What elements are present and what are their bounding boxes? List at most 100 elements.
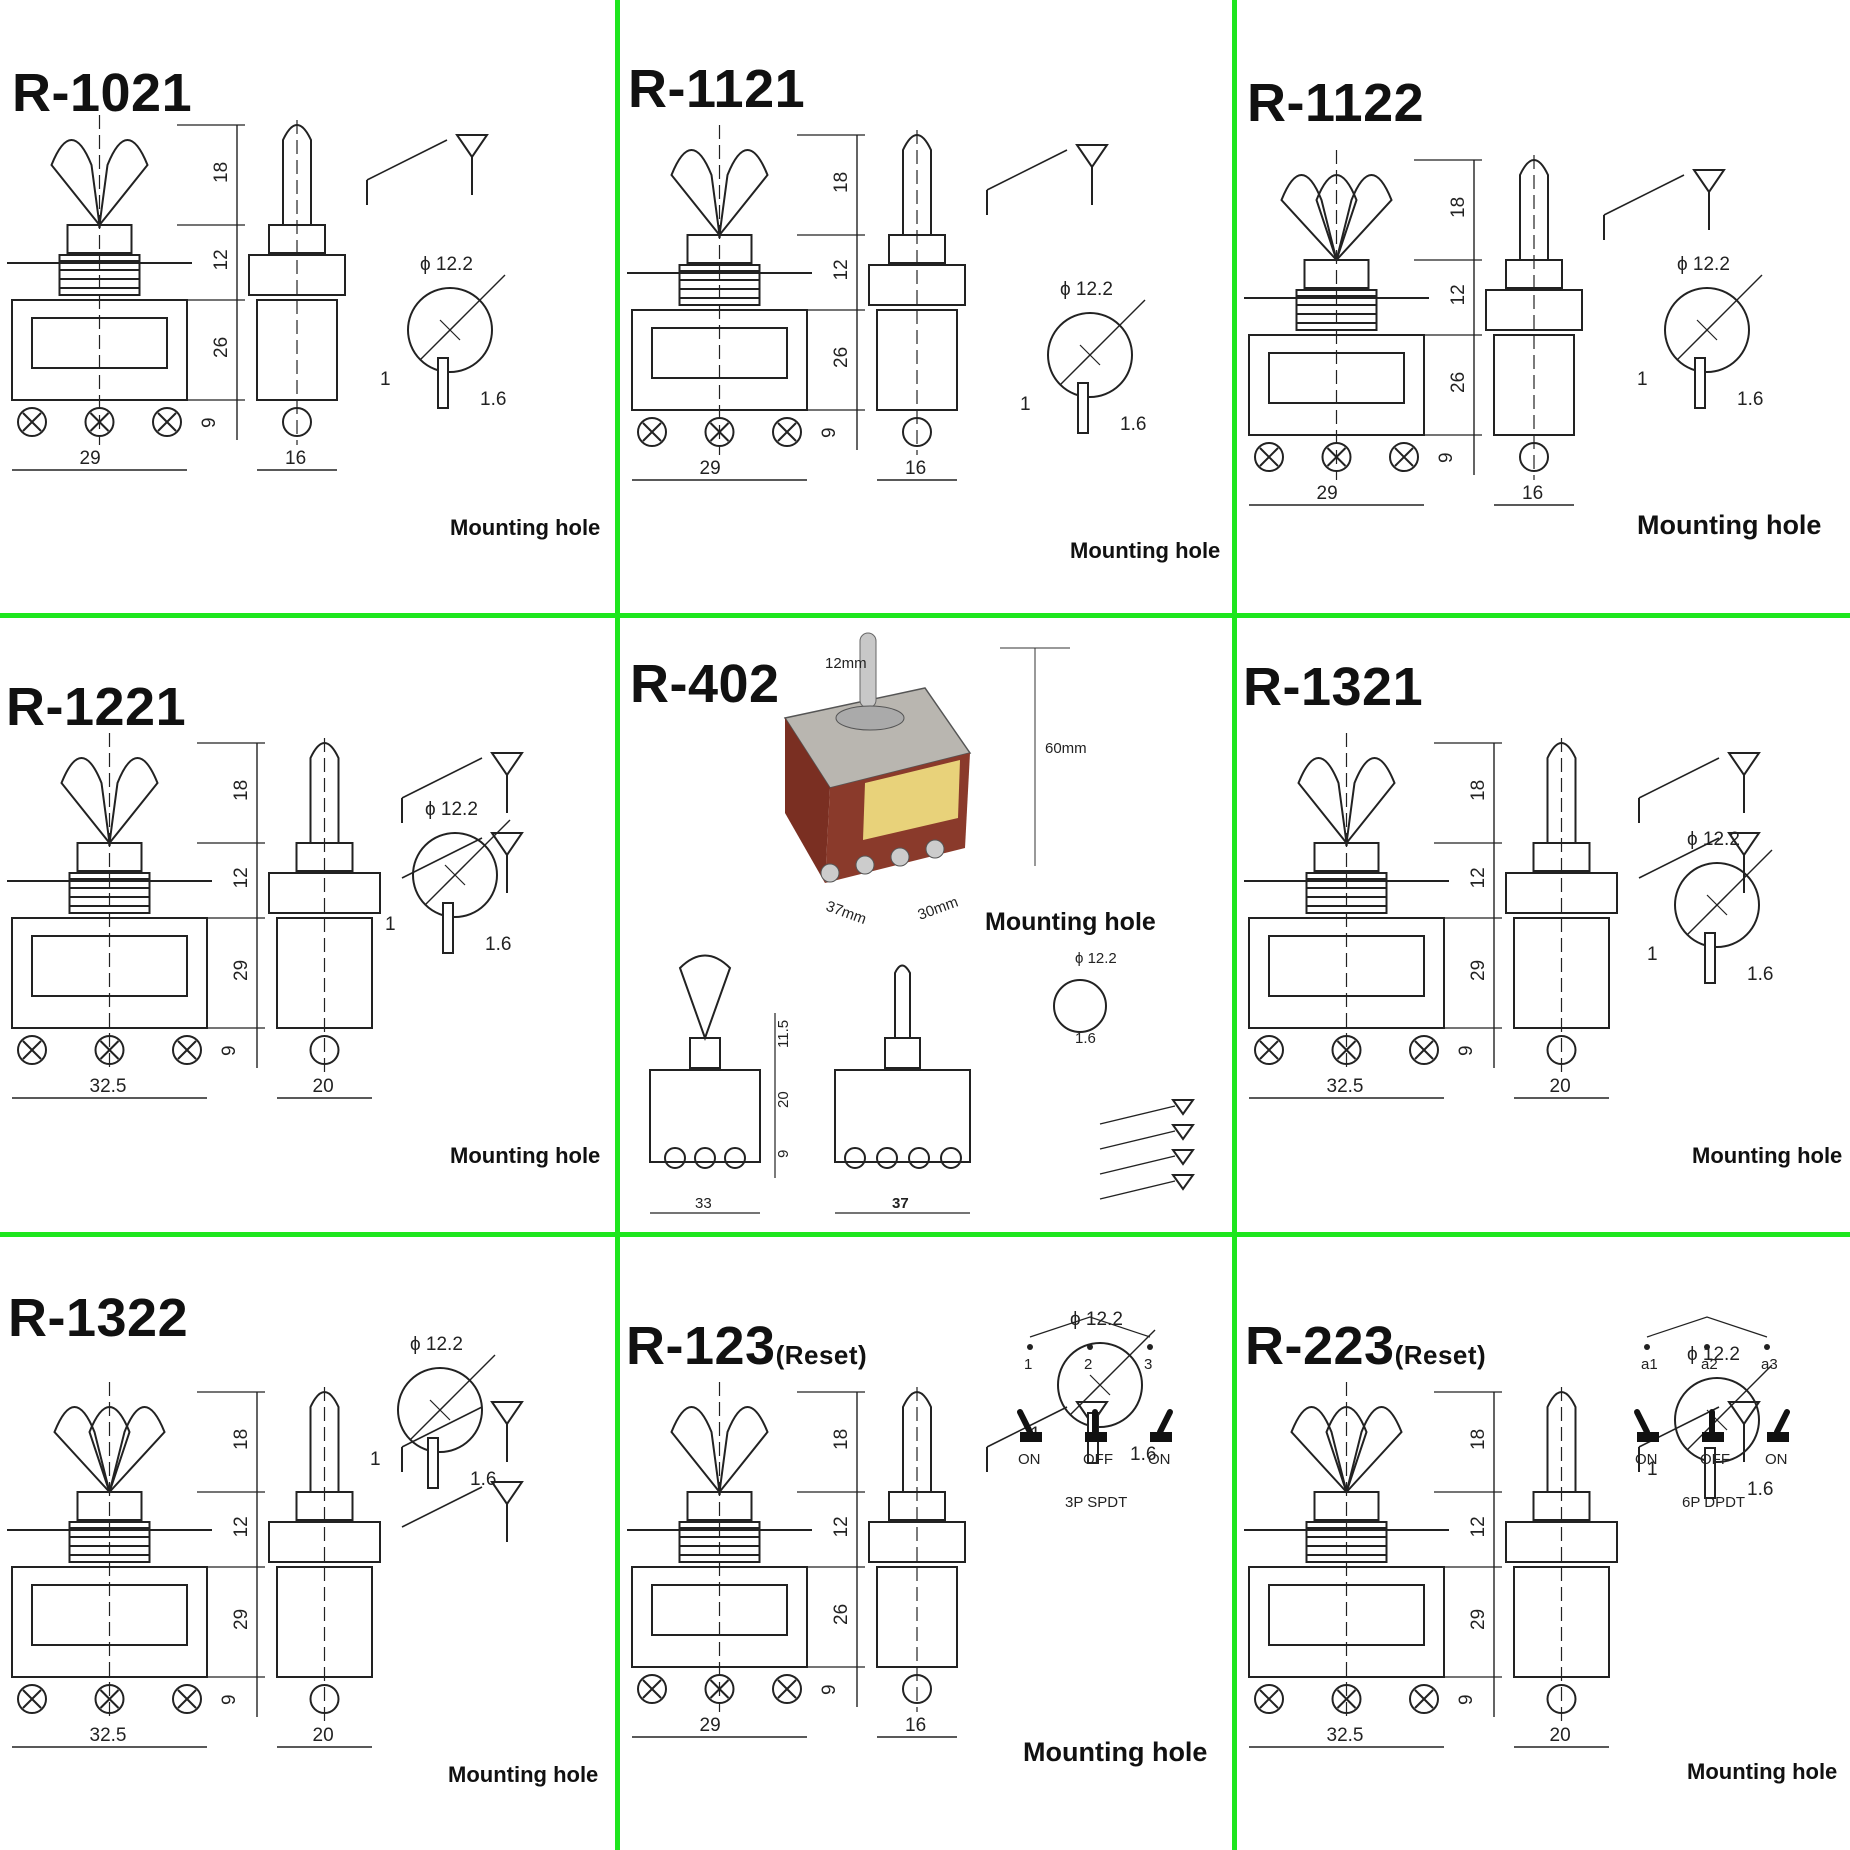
- dimension-label: 20: [313, 1076, 334, 1097]
- dimension-label: 12: [231, 1516, 252, 1537]
- model-title: R-1121: [628, 58, 805, 120]
- dimension-label: ϕ 12.2: [420, 254, 473, 275]
- dimension-label: 20: [1550, 1076, 1571, 1097]
- dimension-label: 18: [831, 172, 852, 193]
- dimension-label: 1.6: [1130, 1444, 1156, 1465]
- dimension-label: 33: [695, 1195, 712, 1212]
- terminal-screw: [17, 407, 47, 437]
- lever-outline: [1297, 757, 1348, 847]
- pin-label: 3: [1144, 1356, 1152, 1373]
- side-nut: [1505, 872, 1618, 914]
- dimension-label: 12: [831, 1516, 852, 1537]
- lever-outline: [670, 1406, 721, 1496]
- mounting-hole-circle: [1057, 1342, 1143, 1428]
- lever-outline: [108, 757, 159, 847]
- side-nut: [868, 264, 966, 306]
- lever-outline: [1280, 174, 1338, 261]
- dimension-label: 1: [1647, 1459, 1658, 1480]
- mounting-hole-circle: [407, 287, 493, 373]
- dimension-label: ϕ 12.2: [425, 799, 478, 820]
- mounting-hole-label: Mounting hole: [448, 1762, 599, 1787]
- dimension-label: 1.6: [485, 934, 511, 955]
- dimension-label: 1.6: [1747, 964, 1773, 985]
- terminal-screw: [1254, 1684, 1284, 1714]
- switch-type: 6P DPDT: [1682, 1494, 1745, 1511]
- divider-v2: [1232, 0, 1237, 1850]
- model-number: R-1121: [628, 59, 806, 119]
- mounting-hole-label: Mounting hole: [1687, 1759, 1838, 1784]
- divider-h1: [0, 613, 1850, 618]
- terminal-screw: [1409, 1035, 1439, 1065]
- dimension-label: 16: [905, 458, 926, 479]
- contact-symbol: [1075, 144, 1109, 169]
- dimension-label: 29: [231, 1609, 252, 1630]
- model-title: R-1122: [1247, 72, 1424, 134]
- pin-label: a2: [1701, 1356, 1718, 1373]
- contact-symbol: [1692, 169, 1726, 194]
- model-title: R-123(Reset): [626, 1315, 867, 1377]
- lever-outline: [53, 1406, 111, 1493]
- switch-symbol: [1603, 174, 1685, 216]
- switch-symbol: [986, 149, 1068, 191]
- dimension-label: 29: [700, 1715, 721, 1736]
- dimension-label: 1.6: [1747, 1479, 1773, 1500]
- lever-outline: [50, 139, 101, 229]
- dimension-label: 9: [1456, 1694, 1477, 1705]
- dimension-label: 1: [370, 1449, 381, 1470]
- side-nut: [1505, 1521, 1618, 1563]
- model-suffix: (Reset): [1394, 1340, 1487, 1370]
- product-photo: [783, 632, 972, 883]
- dimension-label: ϕ 12.2: [1070, 1309, 1123, 1330]
- dimension-label: ϕ 12.2: [410, 1334, 463, 1355]
- dimension-label: 1: [380, 369, 391, 390]
- dimension-label: 29: [1468, 1609, 1489, 1630]
- pin-label: 1: [1024, 1356, 1032, 1373]
- terminal-screw: [1254, 442, 1284, 472]
- switch-type: 3P SPDT: [1065, 1494, 1127, 1511]
- dimension-label: 29: [1317, 483, 1338, 504]
- terminal-screw: [172, 1684, 202, 1714]
- pin-label: a3: [1761, 1356, 1778, 1373]
- model-number: R-223: [1245, 1316, 1395, 1376]
- model-title: R-1021: [12, 62, 192, 124]
- model-suffix: (Reset): [775, 1340, 868, 1370]
- dimension-label: ϕ 12.2: [1075, 950, 1117, 967]
- dimension-label: ϕ 12.2: [1677, 254, 1730, 275]
- dimension-label: 1.6: [1075, 1030, 1096, 1047]
- side-nut: [248, 254, 346, 296]
- model-title: R-1221: [6, 676, 186, 738]
- dimension-label: 18: [831, 1429, 852, 1450]
- terminal-screw: [17, 1035, 47, 1065]
- dimension-label: 1.6: [480, 389, 506, 410]
- mounting-hole-circle: [1674, 862, 1760, 948]
- dimension-label: 18: [211, 162, 232, 183]
- dimension-label: 9: [1436, 452, 1457, 463]
- dimension-label: 1: [1020, 394, 1031, 415]
- model-number: R-1122: [1247, 73, 1425, 133]
- side-body: [834, 1069, 971, 1163]
- model-title: R-1322: [8, 1287, 188, 1349]
- model-number: R-1322: [8, 1288, 189, 1348]
- pin-label: a1: [1641, 1356, 1658, 1373]
- mounting-hole-label: Mounting hole: [1637, 510, 1822, 540]
- mounting-hole-circle: [1664, 287, 1750, 373]
- dimension-label: 1.6: [1737, 389, 1763, 410]
- dimension-label: 18: [231, 780, 252, 801]
- dimension-label: 32.5: [1327, 1725, 1364, 1746]
- terminal-screw: [772, 1674, 802, 1704]
- dimension-label: 9: [819, 427, 840, 438]
- switch-symbol: [401, 757, 483, 799]
- dimension-label: 1: [1637, 369, 1648, 390]
- dimension-label: 18: [1468, 1429, 1489, 1450]
- mounting-hole-label: Mounting hole: [450, 1143, 601, 1168]
- dimension-label: 18: [231, 1429, 252, 1450]
- dimension-label: ϕ 12.2: [1687, 1344, 1740, 1365]
- position-label: ON: [1018, 1451, 1041, 1468]
- model-number: R-123: [626, 1316, 776, 1376]
